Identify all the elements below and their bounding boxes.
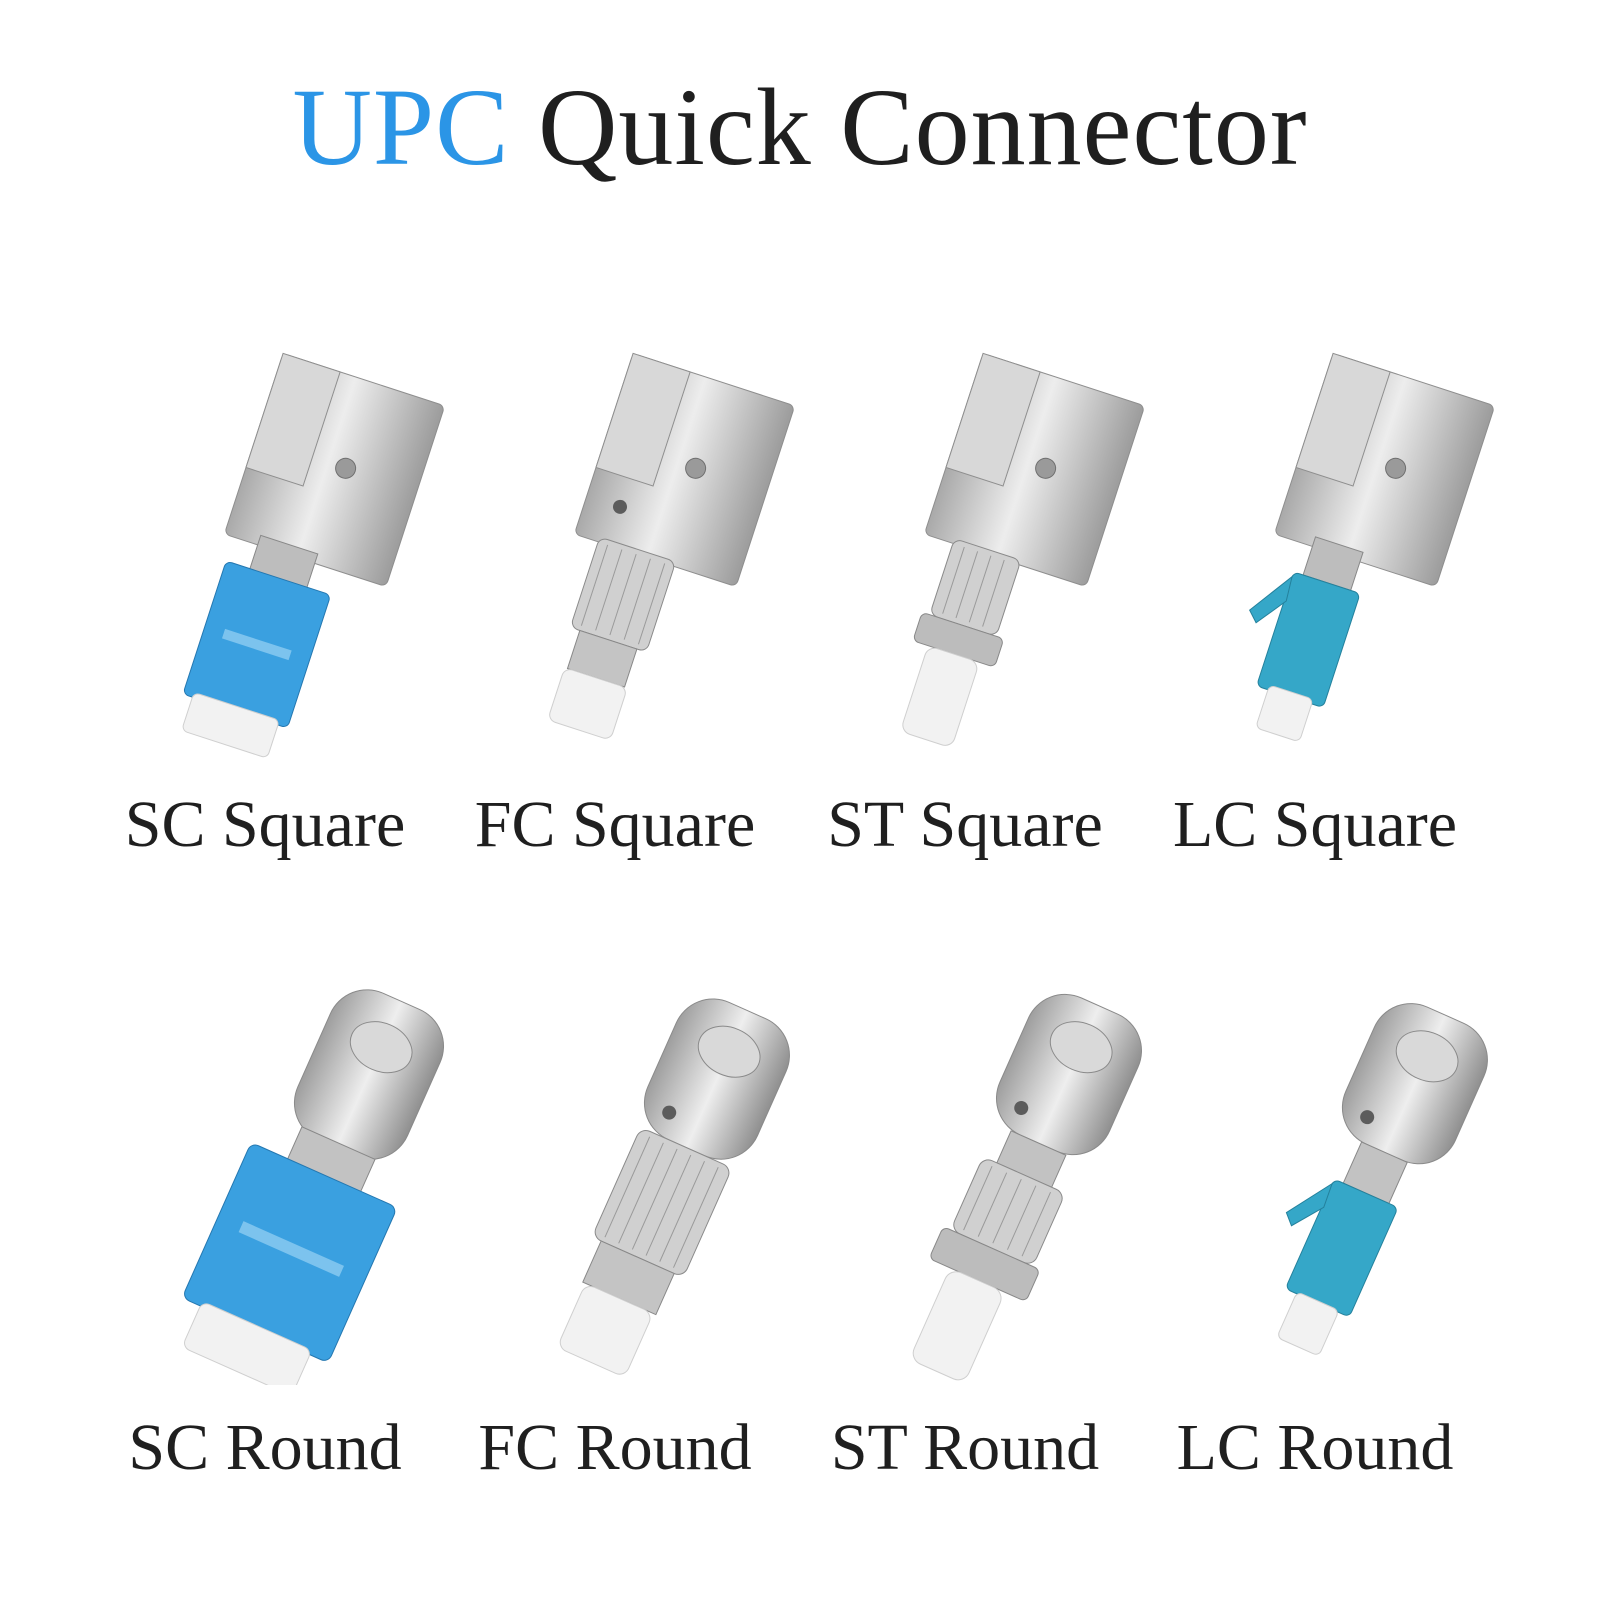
product-card: SC Square bbox=[75, 340, 455, 880]
product-label: ST Round bbox=[830, 1411, 1100, 1484]
product-label: ST Square bbox=[827, 788, 1103, 861]
lc-round-connector-image bbox=[1278, 1003, 1488, 1355]
product-label: LC Round bbox=[1176, 1411, 1454, 1484]
st-round-connector-image bbox=[912, 993, 1142, 1381]
product-card: FC Square bbox=[425, 340, 805, 880]
title-accent: UPC bbox=[292, 66, 510, 188]
st-square-connector-image bbox=[902, 352, 1144, 746]
product-label: LC Square bbox=[1172, 788, 1458, 861]
product-label: SC Square bbox=[124, 788, 406, 861]
product-card: ST Round bbox=[775, 975, 1155, 1490]
sc-round-connector-image bbox=[184, 989, 445, 1385]
fc-round-connector-image bbox=[559, 998, 790, 1375]
title-rest: Quick Connector bbox=[537, 66, 1308, 188]
page-title: UPC Quick Connector bbox=[0, 72, 1600, 182]
product-label: FC Square bbox=[474, 788, 756, 861]
product-card: ST Square bbox=[775, 340, 1155, 880]
product-card: SC Round bbox=[75, 975, 455, 1490]
fc-square-connector-image bbox=[549, 352, 794, 739]
product-card: LC Square bbox=[1125, 340, 1505, 880]
product-card: FC Round bbox=[425, 975, 805, 1490]
lc-square-connector-image bbox=[1249, 352, 1494, 741]
product-label: FC Round bbox=[478, 1411, 752, 1484]
sc-square-connector-image bbox=[182, 352, 444, 758]
product-label: SC Round bbox=[128, 1411, 402, 1484]
product-card: LC Round bbox=[1125, 975, 1505, 1490]
